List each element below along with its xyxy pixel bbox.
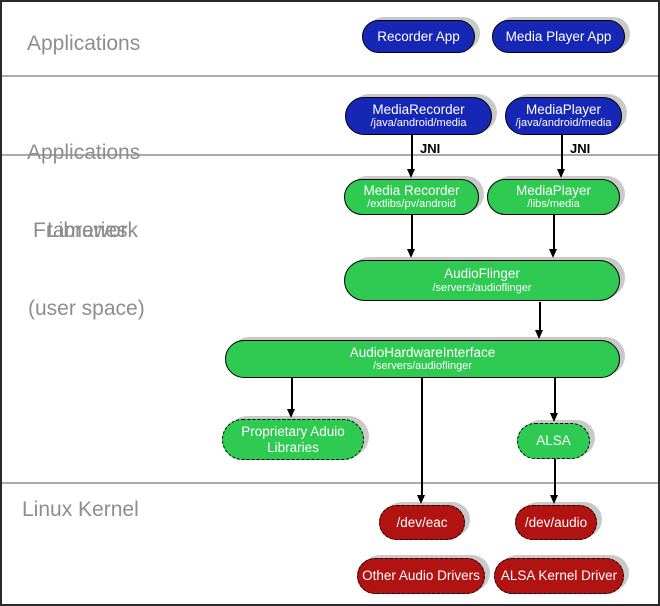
node-subtitle: /libs/media <box>527 198 580 211</box>
jni-label: JNI <box>570 141 591 156</box>
arrow-line-player-to-flinger <box>553 215 555 249</box>
node-title: Media Player App <box>505 28 612 44</box>
arrow-line-ahi-to-dev-eac <box>421 378 423 495</box>
node-title: MediaPlayer <box>515 182 592 198</box>
section-label-linux-kernel: Linux Kernel <box>22 498 139 521</box>
node-other-audio-drivers: Other Audio Drivers <box>357 558 485 594</box>
section-label-line: Libraries <box>47 219 128 242</box>
section-label-framework: Applications Framework <box>27 88 140 296</box>
arrow-head <box>417 495 425 504</box>
arrow-head <box>550 413 558 422</box>
node-subtitle: /servers/audioflinger <box>372 360 473 373</box>
node-audioflinger: AudioFlinger /servers/audioflinger <box>344 260 620 301</box>
node-title: Proprietary Aduio Libraries <box>241 423 345 455</box>
node-title: /dev/eac <box>396 514 448 530</box>
section-label-line: Framework <box>33 219 139 242</box>
arrow-line-ahi-to-proprietary <box>291 378 293 409</box>
node-dev-eac: /dev/eac <box>379 505 465 540</box>
section-label-line: Applications <box>27 141 141 164</box>
arrow-head <box>407 169 415 178</box>
node-subtitle: /java/android/media <box>370 117 467 130</box>
node-media-recorder-lib: Media Recorder /extlibs/pv/android <box>344 179 479 215</box>
arrow-line-ahi-to-alsa <box>554 378 556 413</box>
arrow-head <box>407 249 415 258</box>
node-mediarecorder-framework: MediaRecorder /java/android/media <box>345 97 492 135</box>
node-title: /dev/audio <box>524 514 588 530</box>
node-subtitle: /java/android/media <box>515 117 612 130</box>
node-mediaplayer-lib: MediaPlayer /libs/media <box>487 179 620 215</box>
section-label-libraries: Libraries (user space) <box>28 166 145 374</box>
arrow-head <box>549 249 557 258</box>
arrow-head <box>287 409 295 418</box>
section-label-line: (user space) <box>28 297 145 320</box>
node-alsa: ALSA <box>517 423 590 459</box>
jni-label: JNI <box>420 141 441 156</box>
arrow-head <box>557 169 565 178</box>
node-title: MediaRecorder <box>372 101 465 117</box>
node-subtitle: /extlibs/pv/android <box>367 198 456 211</box>
node-proprietary-audio-libraries: Proprietary Aduio Libraries <box>222 419 364 460</box>
node-title: Other Audio Drivers <box>362 568 480 584</box>
arrow-line-jni-left <box>411 135 413 169</box>
node-title: AudioFlinger <box>444 266 520 282</box>
arrow-line-alsa-to-dev-audio <box>554 459 556 495</box>
node-dev-audio: /dev/audio <box>515 505 597 540</box>
section-divider <box>2 75 658 77</box>
node-recorder-app: Recorder App <box>362 20 475 53</box>
arrow-head <box>535 330 543 339</box>
section-divider <box>2 482 658 484</box>
node-media-player-app: Media Player App <box>492 20 625 53</box>
node-alsa-kernel-driver: ALSA Kernel Driver <box>494 558 624 594</box>
section-label-applications: Applications <box>27 32 141 55</box>
arrow-line-jni-right <box>561 135 563 169</box>
arrow-line-recorder-to-flinger <box>411 215 413 249</box>
node-title: ALSA <box>536 433 571 449</box>
node-title: Media Recorder <box>363 182 460 198</box>
node-mediaplayer-framework: MediaPlayer /java/android/media <box>505 97 622 135</box>
arrow-head <box>550 495 558 504</box>
node-title: AudioHardwareInterface <box>349 344 496 360</box>
section-divider <box>2 154 658 156</box>
node-subtitle: /servers/audioflinger <box>432 281 532 294</box>
node-title: MediaPlayer <box>525 101 602 117</box>
node-title: Recorder App <box>377 28 460 44</box>
node-audio-hardware-interface: AudioHardwareInterface /servers/audiofli… <box>225 340 620 378</box>
node-title: ALSA Kernel Driver <box>500 568 618 584</box>
arrow-line-flinger-to-ahi <box>539 302 541 330</box>
